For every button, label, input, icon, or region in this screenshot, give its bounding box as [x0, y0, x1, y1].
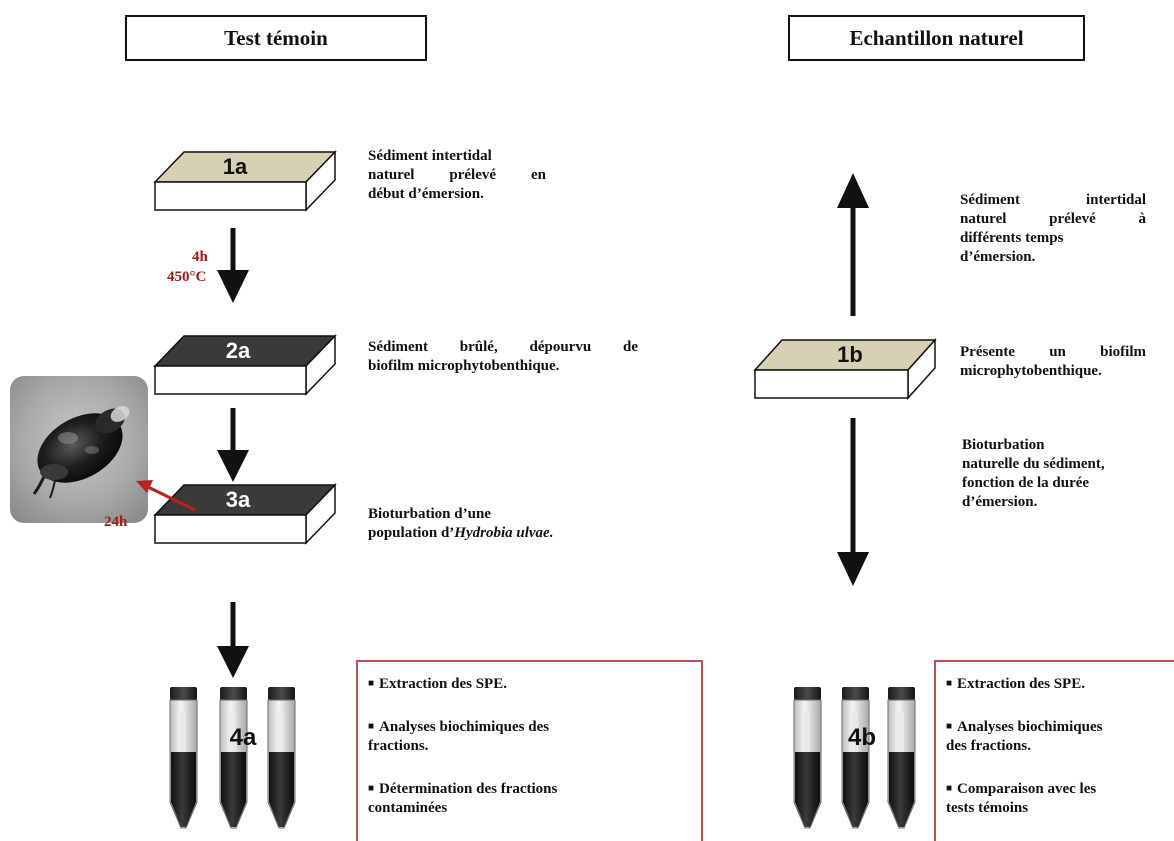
text-1b-bioturbation-line4: d’émersion. [962, 494, 1038, 510]
text-3a-line2-prefix: population d’ [368, 525, 455, 541]
text-1a-line2: naturel prélevé en [368, 167, 546, 183]
tube [887, 687, 916, 829]
arrow-1b-down [837, 418, 869, 586]
text-1b-bioturbation-line3: fonction de la durée [962, 475, 1090, 491]
arrow-3a-to-4a [217, 602, 249, 678]
text-1b-line1: Sédiment intertidal [960, 192, 1146, 208]
text-1b-sampling: Sédiment intertidal naturel prélevé à di… [960, 191, 1146, 267]
panel-4a-item3-line1: Détermination des fractions [379, 781, 558, 797]
text-1b-line3: différents temps [960, 230, 1064, 246]
panel-4a-item3: ■ Détermination des fractions contaminées [368, 779, 557, 818]
block-2a-label: 2a [226, 338, 251, 363]
tubes-left-label: 4a [230, 724, 257, 751]
text-2a-line2: biofilm microphytobenthique. [368, 358, 560, 374]
text-1a-line1: Sédiment intertidal [368, 148, 492, 164]
text-3a: Bioturbation d’une population d’Hydrobia… [368, 505, 553, 543]
panel-4b-item2-line2: des fractions. [946, 738, 1031, 754]
header-test-temoin-label: Test témoin [224, 25, 328, 50]
condition-time: 4h [192, 249, 208, 265]
block-1b-label: 1b [837, 342, 863, 367]
text-3a-line2: population d’Hydrobia ulvae. [368, 524, 553, 543]
tubes-right: 4b [793, 687, 916, 829]
text-1b-bioturbation: Bioturbation naturelle du sédiment, fonc… [962, 436, 1105, 512]
text-1b-line2: naturel prélevé à [960, 211, 1146, 227]
snail-photo-image [10, 376, 148, 523]
text-3a-species: Hydrobia ulvae. [454, 525, 554, 541]
bullet-icon: ■ [368, 721, 375, 732]
tubes-right-label: 4b [848, 724, 876, 751]
panel-4a-item2-line1: Analyses biochimiques des [379, 719, 550, 735]
tube [793, 687, 822, 829]
panel-4b-item1: ■ Extraction des SPE. [946, 674, 1085, 694]
tubes-left: 4a [169, 687, 296, 829]
block-2a: 2a [153, 334, 337, 396]
arrow-2a-to-3a [217, 408, 249, 482]
text-3a-line1: Bioturbation d’une [368, 506, 491, 522]
block-1a-label: 1a [223, 154, 248, 179]
tube [169, 687, 198, 829]
panel-4a: ■ Extraction des SPE. ■ Analyses biochimiq… [356, 660, 703, 841]
panel-4b: ■ Extraction des SPE. ■ Analyses biochimiq… [934, 660, 1174, 841]
arrow-1b-up [837, 173, 869, 316]
text-2a: Sédiment brûlé, dépourvu de biofilm micr… [368, 338, 638, 376]
bullet-icon: ■ [946, 721, 953, 732]
text-1b-line4: d’émersion. [960, 249, 1036, 265]
bullet-icon: ■ [368, 678, 375, 689]
panel-4b-item1-text: Extraction des SPE. [957, 676, 1085, 692]
panel-4b-item3-line1: Comparaison avec les [957, 781, 1097, 797]
text-1b-bioturbation-line1: Bioturbation [962, 437, 1045, 453]
tube [267, 687, 296, 829]
block-1a: 1a [153, 150, 337, 212]
text-1a: Sédiment intertidal naturel prélevé en d… [368, 147, 546, 204]
condition-temperature: 450°C [167, 269, 207, 285]
bullet-icon: ■ [368, 783, 375, 794]
panel-4a-item2: ■ Analyses biochimiques des fractions. [368, 717, 549, 756]
header-test-temoin: Test témoin [125, 15, 427, 61]
header-echantillon-naturel-label: Echantillon naturel [849, 25, 1024, 50]
panel-4a-item2-line2: fractions. [368, 738, 429, 754]
snail-photo [10, 376, 148, 523]
panel-4b-item2-line1: Analyses biochimiques [957, 719, 1103, 735]
tube [841, 687, 870, 829]
block-3a-label: 3a [226, 487, 251, 512]
panel-4b-item3: ■ Comparaison avec les tests témoins [946, 779, 1096, 818]
text-1b-biofilm-line1: Présente un biofilm [960, 344, 1146, 360]
snail-incubation-time: 24h [104, 514, 128, 530]
text-1b-bioturbation-line2: naturelle du sédiment, [962, 456, 1105, 472]
text-1a-line3: début d’émersion. [368, 186, 484, 202]
tube [219, 687, 248, 829]
panel-4a-item1-text: Extraction des SPE. [379, 676, 507, 692]
bullet-icon: ■ [946, 678, 953, 689]
arrow-1a-to-2a [217, 228, 249, 303]
text-2a-line1: Sédiment brûlé, dépourvu de [368, 339, 638, 355]
header-echantillon-naturel: Echantillon naturel [788, 15, 1085, 61]
bullet-icon: ■ [946, 783, 953, 794]
text-1b-biofilm: Présente un biofilm microphytobenthique. [960, 343, 1146, 381]
panel-4b-item3-line2: tests témoins [946, 800, 1029, 816]
panel-4a-item3-line2: contaminées [368, 800, 448, 816]
block-3a: 3a [153, 483, 337, 545]
panel-4a-item1: ■ Extraction des SPE. [368, 674, 507, 694]
block-1b: 1b [753, 338, 937, 400]
text-1b-biofilm-line2: microphytobenthique. [960, 363, 1102, 379]
panel-4b-item2: ■ Analyses biochimiques des fractions. [946, 717, 1103, 756]
